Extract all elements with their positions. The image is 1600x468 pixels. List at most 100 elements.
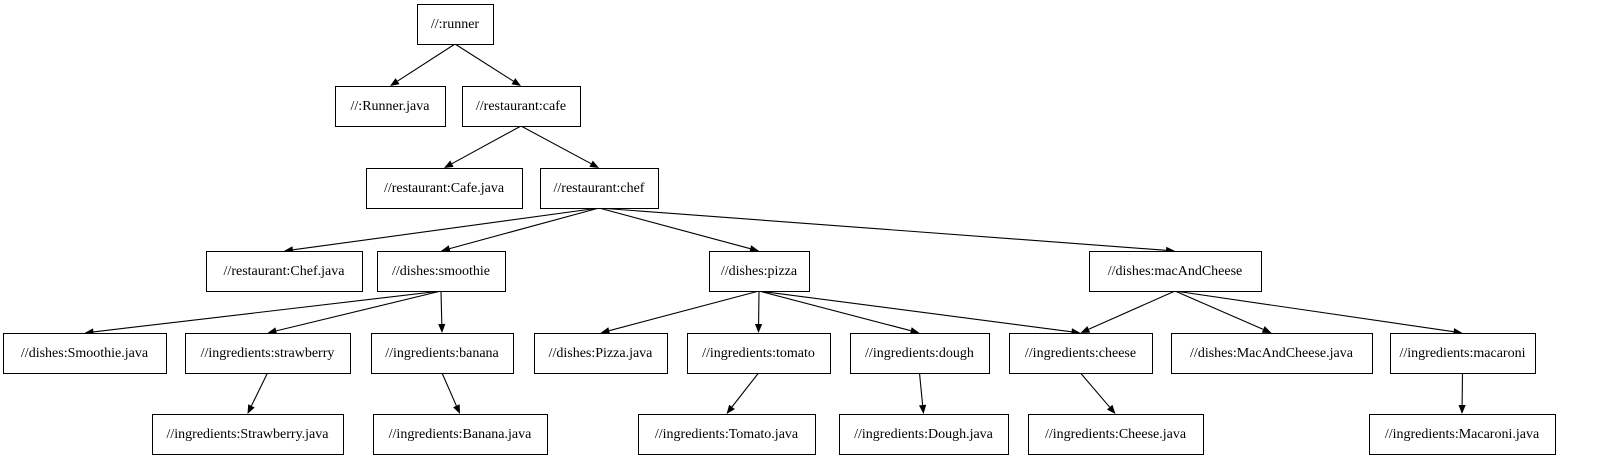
node-box[interactable] <box>366 168 523 209</box>
node-label: //restaurant:cafe <box>476 99 566 114</box>
graph-node-chef_java[interactable]: //restaurant:Chef.java <box>206 251 363 292</box>
node-box[interactable] <box>335 86 446 127</box>
node-box[interactable] <box>1390 333 1536 374</box>
graph-edge <box>758 290 920 335</box>
graph-node-restaurant_chef[interactable]: //restaurant:chef <box>540 168 659 209</box>
node-label: //ingredients:strawberry <box>201 346 335 361</box>
graph-node-cheese_java[interactable]: //ingredients:Cheese.java <box>1028 414 1204 455</box>
graph-edge <box>454 43 521 86</box>
arrowhead-icon <box>589 160 599 168</box>
arrowhead-icon <box>247 404 255 414</box>
node-box[interactable] <box>371 333 514 374</box>
graph-node-dishes_mac[interactable]: //dishes:macAndCheese <box>1089 251 1262 292</box>
graph-node-restaurant_cafe[interactable]: //restaurant:cafe <box>462 86 581 127</box>
node-box[interactable] <box>462 86 581 127</box>
node-box[interactable] <box>540 168 659 209</box>
node-label: //dishes:MacAndCheese.java <box>1190 346 1354 361</box>
graph-edge <box>284 207 600 254</box>
graph-edge <box>755 290 763 333</box>
graph-edge <box>444 125 522 168</box>
node-label: //ingredients:Macaroni.java <box>1385 427 1540 442</box>
arrowhead-icon <box>441 245 451 253</box>
node-label: //ingredients:Banana.java <box>389 427 532 442</box>
graph-edge <box>390 43 456 86</box>
graph-node-strawberry_java[interactable]: //ingredients:Strawberry.java <box>152 414 344 455</box>
graph-edge <box>726 372 759 414</box>
graph-node-dough_java[interactable]: //ingredients:Dough.java <box>839 414 1009 455</box>
arrowhead-icon <box>1458 405 1466 414</box>
node-label: //:Runner.java <box>351 99 431 114</box>
node-box[interactable] <box>417 4 494 45</box>
graph-edge <box>247 372 268 414</box>
node-box[interactable] <box>638 414 816 455</box>
graph-edge <box>1080 290 1176 333</box>
node-box[interactable] <box>850 333 990 374</box>
graph-node-smoothie_java[interactable]: //dishes:Smoothie.java <box>3 333 167 374</box>
node-box[interactable] <box>373 414 548 455</box>
node-label: //dishes:Smoothie.java <box>21 346 149 361</box>
arrowhead-icon <box>444 160 454 168</box>
arrowhead-icon <box>755 324 763 333</box>
arrowhead-icon <box>909 327 920 335</box>
node-label: //ingredients:Dough.java <box>854 427 994 442</box>
graph-node-ing_cheese[interactable]: //ingredients:cheese <box>1009 333 1153 374</box>
node-label: //ingredients:tomato <box>702 346 815 361</box>
graph-node-dishes_pizza[interactable]: //dishes:pizza <box>709 251 810 292</box>
graph-edge <box>1458 372 1466 414</box>
graph-node-ing_macaroni[interactable]: //ingredients:macaroni <box>1390 333 1536 374</box>
arrowhead-icon <box>726 404 735 414</box>
graph-node-macaroni_java[interactable]: //ingredients:Macaroni.java <box>1369 414 1556 455</box>
arrowhead-icon <box>749 245 759 253</box>
node-label: //restaurant:Chef.java <box>224 264 346 279</box>
node-box[interactable] <box>1009 333 1153 374</box>
node-box[interactable] <box>377 251 506 292</box>
graph-node-runner[interactable]: //:runner <box>417 4 494 45</box>
node-box[interactable] <box>185 333 351 374</box>
arrowhead-icon <box>390 78 400 86</box>
graph-node-ing_banana[interactable]: //ingredients:banana <box>371 333 514 374</box>
node-box[interactable] <box>839 414 1009 455</box>
arrowhead-icon <box>267 327 278 335</box>
graph-edge <box>600 290 760 335</box>
node-box[interactable] <box>534 333 668 374</box>
graph-edge <box>598 207 759 253</box>
node-box[interactable] <box>1369 414 1556 455</box>
graph-edge <box>441 207 600 253</box>
graph-edge <box>1174 290 1463 336</box>
node-box[interactable] <box>1089 251 1262 292</box>
graph-node-tomato_java[interactable]: //ingredients:Tomato.java <box>638 414 816 455</box>
graph-node-ing_strawberry[interactable]: //ingredients:strawberry <box>185 333 351 374</box>
arrowhead-icon <box>453 404 460 414</box>
graph-node-cafe_java[interactable]: //restaurant:Cafe.java <box>366 168 523 209</box>
graph-node-ing_tomato[interactable]: //ingredients:tomato <box>687 333 831 374</box>
graph-node-ing_dough[interactable]: //ingredients:dough <box>850 333 990 374</box>
graph-node-banana_java[interactable]: //ingredients:Banana.java <box>373 414 548 455</box>
node-box[interactable] <box>1028 414 1204 455</box>
node-box[interactable] <box>1171 333 1373 374</box>
node-label: //:runner <box>431 17 480 32</box>
arrowhead-icon <box>600 327 611 335</box>
node-label: //ingredients:Cheese.java <box>1045 427 1187 442</box>
graph-edge <box>267 290 442 335</box>
graph-edge <box>438 290 446 333</box>
graph-node-dishes_smoothie[interactable]: //dishes:smoothie <box>377 251 506 292</box>
node-box[interactable] <box>152 414 344 455</box>
graph-node-runner_java[interactable]: //:Runner.java <box>335 86 446 127</box>
node-label: //dishes:macAndCheese <box>1108 264 1243 279</box>
node-box[interactable] <box>709 251 810 292</box>
node-label: //restaurant:Cafe.java <box>384 181 505 196</box>
node-label: //ingredients:Strawberry.java <box>167 427 330 442</box>
node-box[interactable] <box>206 251 363 292</box>
node-label: //ingredients:Tomato.java <box>655 427 799 442</box>
node-label: //restaurant:chef <box>554 181 645 196</box>
node-box[interactable] <box>3 333 167 374</box>
arrowhead-icon <box>1106 404 1116 414</box>
node-layer: //:runner //:Runner.java //restaurant:cafe… <box>3 4 1556 455</box>
node-box[interactable] <box>687 333 831 374</box>
node-label: //ingredients:macaroni <box>1400 346 1526 361</box>
node-label: //dishes:Pizza.java <box>549 346 654 361</box>
arrowhead-icon <box>919 404 927 414</box>
graph-node-pizza_java[interactable]: //dishes:Pizza.java <box>534 333 668 374</box>
graph-node-mac_java[interactable]: //dishes:MacAndCheese.java <box>1171 333 1373 374</box>
